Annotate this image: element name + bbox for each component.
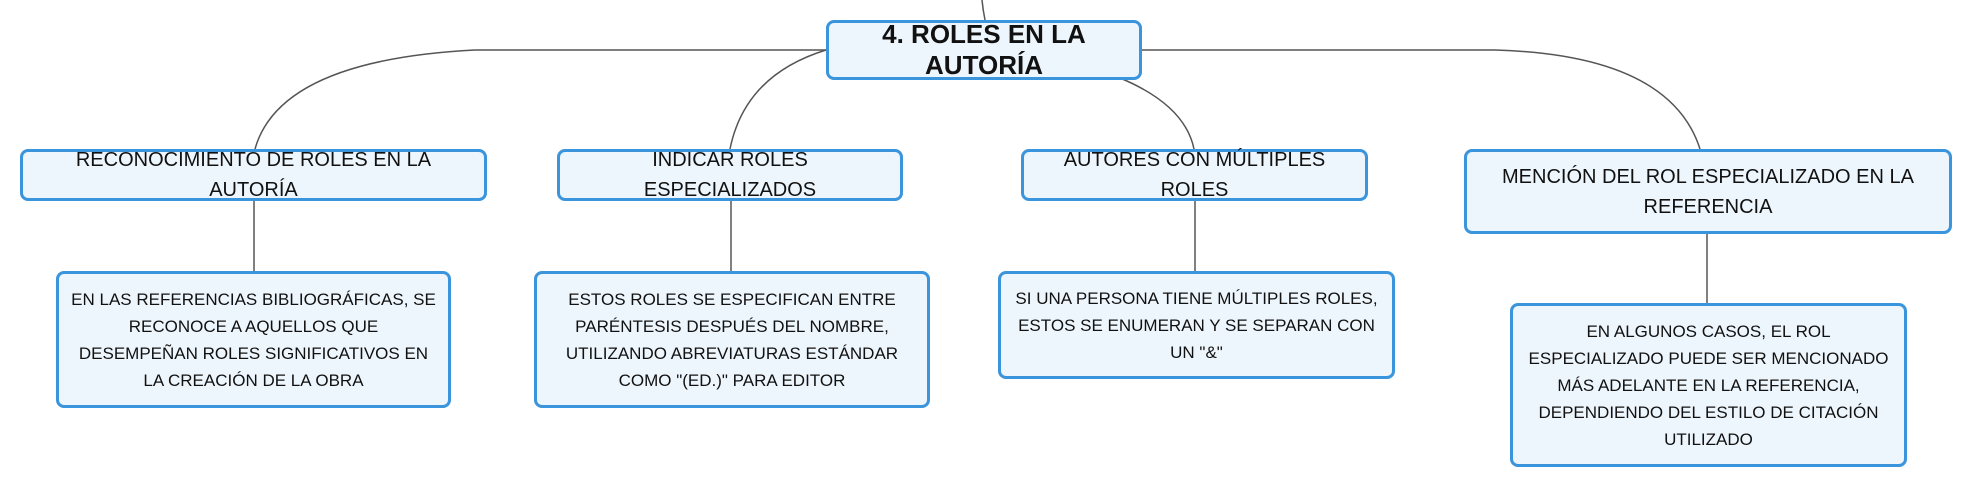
topic-label: INDICAR ROLES ESPECIALIZADOS	[643, 149, 817, 201]
topic-recognition-roles[interactable]: RECONOCIMIENTO DE ROLES EN LA AUTORÍA	[20, 149, 487, 201]
topic-specialized-roles[interactable]: INDICAR ROLES ESPECIALIZADOS	[557, 149, 903, 201]
detail-recognition-roles[interactable]: EN LAS REFERENCIAS BIBLIOGRÁFICAS, SE RE…	[56, 271, 451, 408]
connector-root-topic-1	[254, 49, 826, 150]
connector-root-topic-3	[1119, 77, 1195, 150]
detail-role-mention-reference[interactable]: EN ALGUNOS CASOS, EL ROL ESPECIALIZADO P…	[1510, 303, 1907, 467]
detail-text: ESTOS ROLES SE ESPECIFICAN ENTRE PARÉNTE…	[565, 289, 899, 390]
root-topic-label: 4. ROLES EN LA AUTORÍA	[882, 19, 1086, 80]
topic-multiple-roles[interactable]: AUTORES CON MÚLTIPLES ROLES	[1021, 149, 1368, 201]
detail-text: EN LAS REFERENCIAS BIBLIOGRÁFICAS, SE RE…	[71, 289, 436, 390]
detail-multiple-roles[interactable]: SI UNA PERSONA TIENE MÚLTIPLES ROLES, ES…	[998, 271, 1395, 379]
detail-specialized-roles[interactable]: ESTOS ROLES SE ESPECIFICAN ENTRE PARÉNTE…	[534, 271, 930, 408]
connector-root-topic-4	[1142, 49, 1701, 150]
detail-text: SI UNA PERSONA TIENE MÚLTIPLES ROLES, ES…	[1015, 288, 1378, 362]
topic-role-mention-reference[interactable]: MENCIÓN DEL ROL ESPECIALIZADO EN LA REFE…	[1464, 149, 1952, 234]
topic-label: RECONOCIMIENTO DE ROLES EN LA AUTORÍA	[75, 149, 432, 201]
connector-root-topic-2	[729, 49, 827, 150]
detail-text: EN ALGUNOS CASOS, EL ROL ESPECIALIZADO P…	[1528, 321, 1889, 449]
topic-label: MENCIÓN DEL ROL ESPECIALIZADO EN LA REFE…	[1502, 165, 1914, 218]
root-topic[interactable]: 4. ROLES EN LA AUTORÍA	[826, 19, 1142, 80]
topic-label: AUTORES CON MÚLTIPLES ROLES	[1063, 149, 1326, 201]
connector-parent-root	[981, 0, 986, 21]
